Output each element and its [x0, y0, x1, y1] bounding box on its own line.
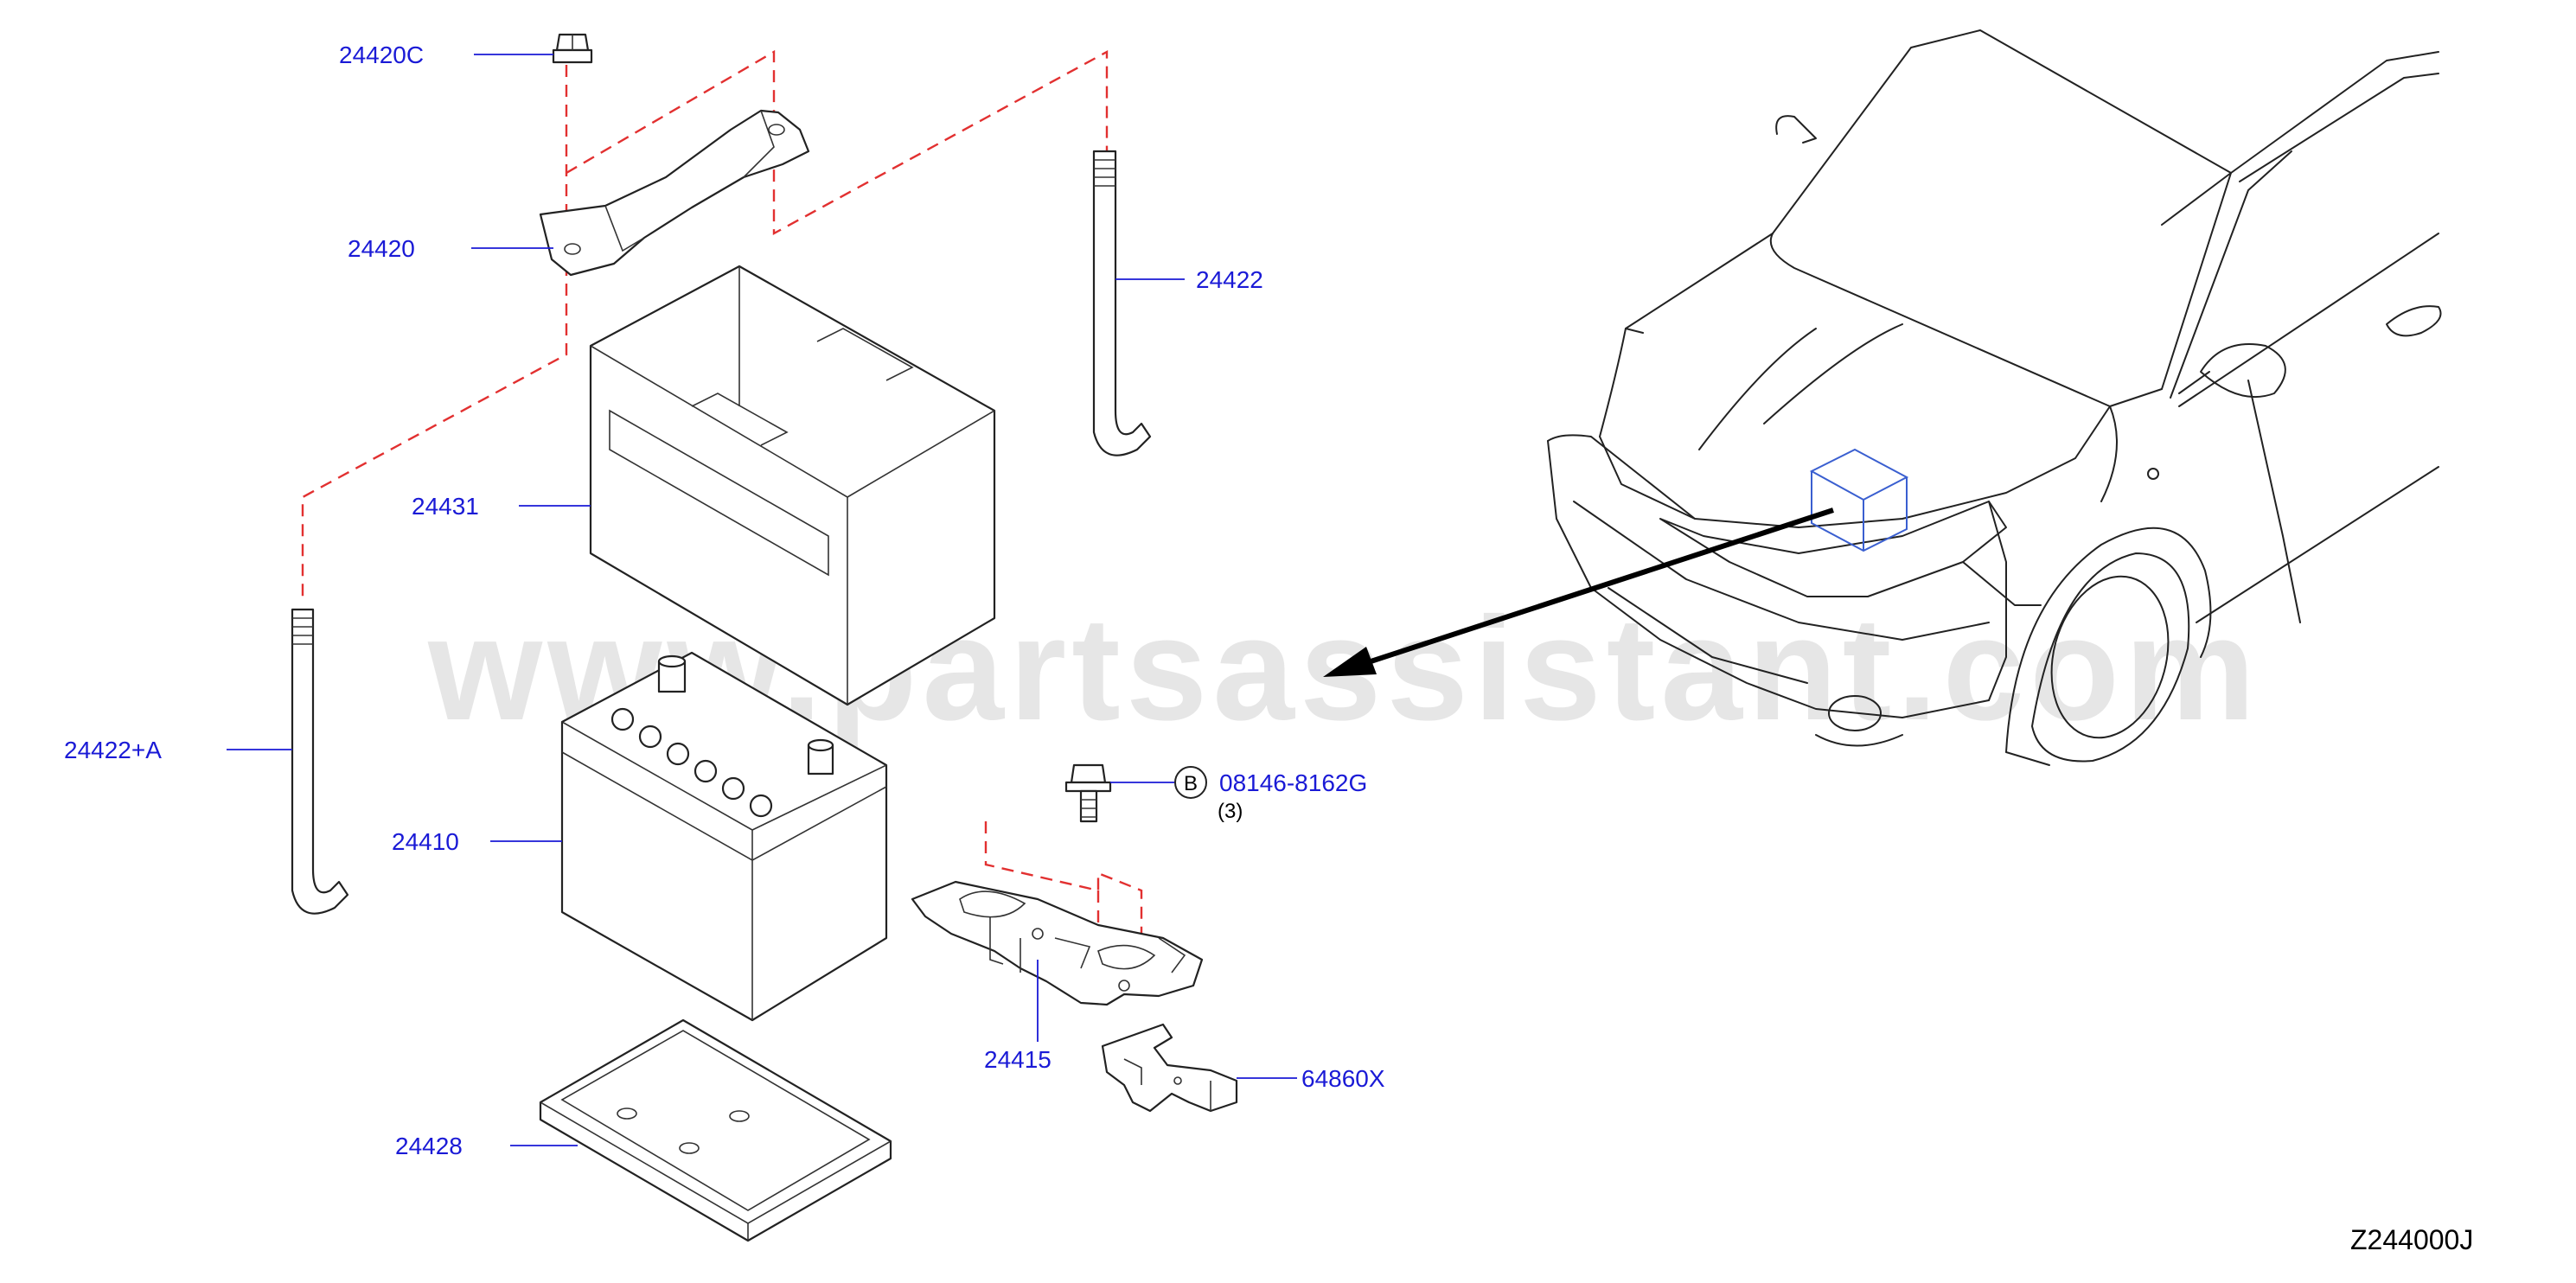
label-24422-a[interactable]: 24422+A: [64, 737, 162, 763]
label-24431[interactable]: 24431: [412, 493, 479, 520]
label-08146-8162g[interactable]: 08146-8162G: [1219, 769, 1367, 796]
label-24410[interactable]: 24410: [392, 828, 459, 855]
j-bolt-right: [1092, 150, 1152, 456]
label-24428[interactable]: 24428: [395, 1133, 463, 1159]
battery-tray: [539, 1018, 892, 1242]
battery-cover-box: [589, 265, 996, 706]
car-icon: [1547, 29, 2442, 766]
label-24420C[interactable]: 24420C: [339, 41, 424, 68]
j-bolt-left: [291, 608, 349, 915]
ref-b-circle: [1174, 766, 1207, 799]
pointer-arrow-icon: [1323, 507, 1834, 677]
label-24420[interactable]: 24420: [348, 235, 415, 262]
label-quantity: (3): [1218, 800, 1243, 823]
battery-support-bracket: [911, 880, 1204, 1006]
label-24422[interactable]: 24422: [1196, 266, 1263, 293]
battery-hold-down-bracket: [539, 109, 810, 277]
part-labels: 24420C 24420 24422 24431 24422+A 24410 B…: [64, 41, 1385, 1159]
battery-location-box: [1809, 448, 1909, 552]
ref-b-letter: B: [1184, 772, 1198, 795]
clip-bracket: [1101, 1023, 1238, 1113]
bolt-icon: [1064, 763, 1112, 823]
label-64860x[interactable]: 64860X: [1301, 1065, 1385, 1092]
nut-icon: [552, 33, 593, 64]
leader-lines: [227, 54, 1297, 1146]
alignment-guides: [301, 49, 1143, 1003]
battery: [560, 651, 888, 1022]
diagram-code: Z244000J: [2350, 1224, 2473, 1255]
label-24415[interactable]: 24415: [984, 1046, 1051, 1073]
